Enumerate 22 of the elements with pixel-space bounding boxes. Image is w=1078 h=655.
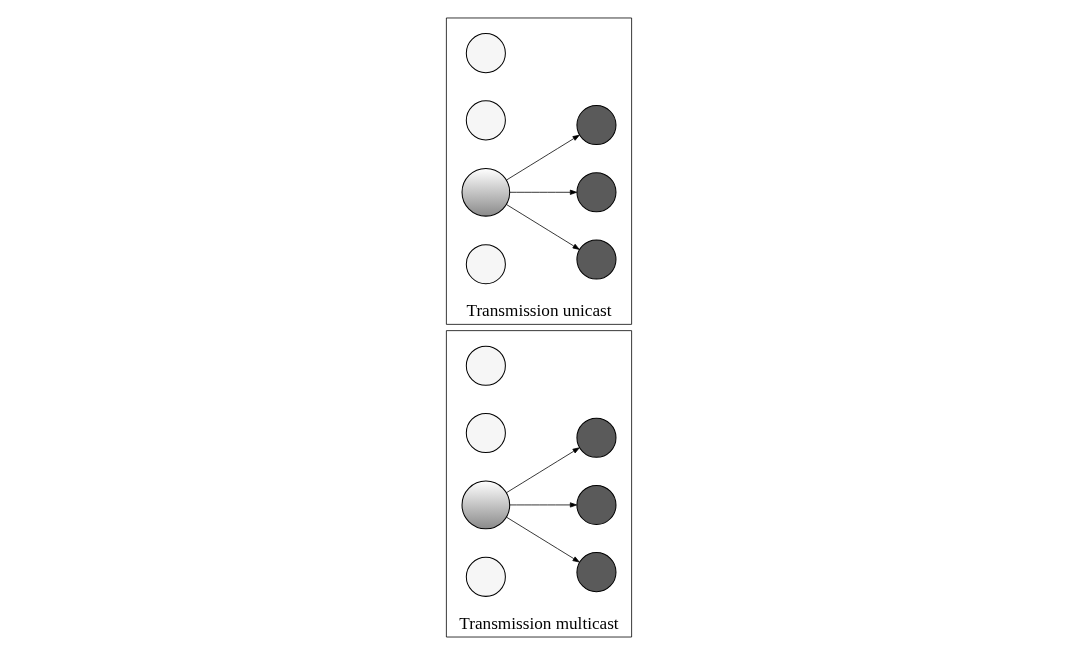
arrow <box>506 516 580 563</box>
cluster: Transmission multicast <box>446 330 632 638</box>
node-circle <box>576 172 617 213</box>
node-circle <box>465 244 506 285</box>
node-circle <box>461 480 511 530</box>
node-circle <box>461 167 511 217</box>
arrow <box>506 204 580 250</box>
node-circle <box>465 345 506 386</box>
node-circle <box>465 556 506 597</box>
node-circle <box>465 412 506 454</box>
node-circle <box>576 239 617 280</box>
node-circle <box>576 417 617 458</box>
arrow <box>506 447 580 494</box>
arrow <box>509 502 577 508</box>
node-circle <box>465 33 506 74</box>
node-circle <box>576 105 617 146</box>
node-circle <box>576 484 617 525</box>
node-circle <box>576 552 617 593</box>
cluster: Transmission unicast <box>446 17 632 325</box>
arrow <box>509 189 577 195</box>
node-circle <box>465 100 506 141</box>
arrow <box>506 134 580 181</box>
